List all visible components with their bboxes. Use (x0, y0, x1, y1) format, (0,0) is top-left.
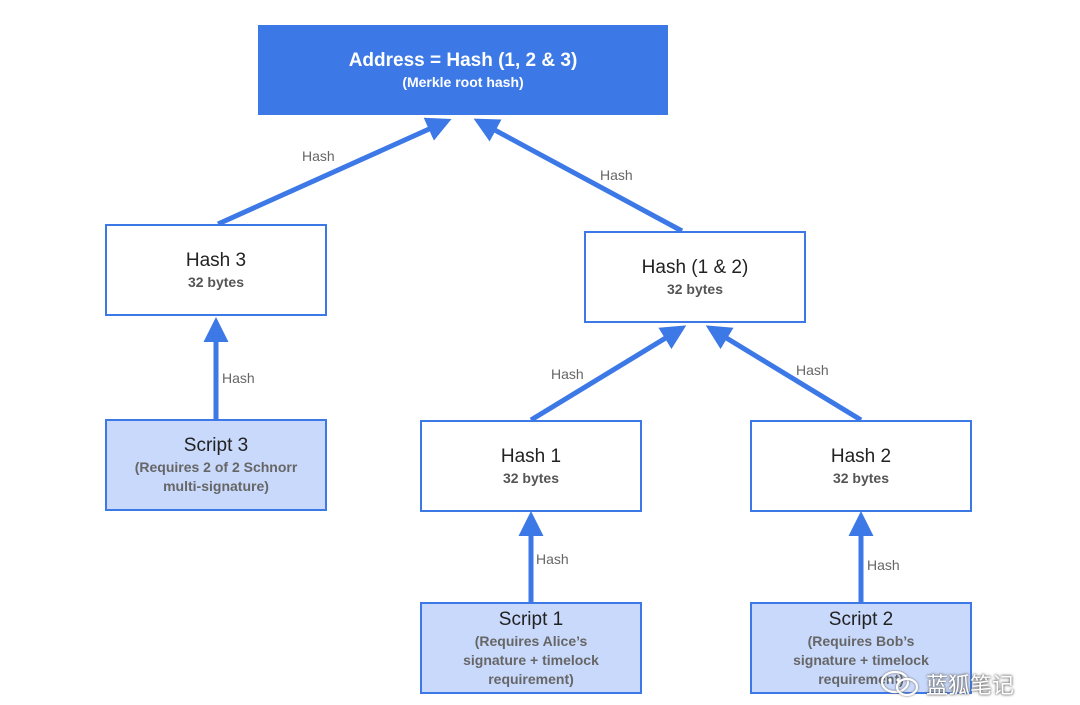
edge-hash1-to-hash12 (529, 325, 687, 423)
script2-node: Script 2 (Requires Bob’s signature + tim… (750, 602, 972, 694)
hash1-size: 32 bytes (502, 469, 560, 486)
script3-desc-line1: (Requires 2 of 2 Schnorr (134, 459, 298, 475)
edge-hash12-to-root (473, 118, 684, 234)
script1-desc-line2: signature + timelock (463, 651, 599, 668)
script2-desc-line2: signature + timelock (793, 651, 929, 668)
script3-desc-line2: multi-signature) (163, 478, 269, 494)
hash12-title: Hash (1 & 2) (641, 256, 749, 278)
root-subtitle: (Merkle root hash) (402, 73, 524, 90)
watermark-text: 蓝狐笔记 (926, 673, 1015, 698)
script1-title: Script 1 (498, 608, 564, 630)
script1-desc-line1: (Requires Alice’s (474, 632, 588, 649)
root-title: Address = Hash (1, 2 & 3) (348, 49, 578, 71)
edge-hash2-to-hash12 (705, 325, 863, 423)
edge-label-script2-to-hash2: Hash (867, 557, 900, 573)
edge-label-hash1-to-hash12: Hash (551, 366, 584, 382)
script1-desc-line3: requirement) (488, 670, 574, 687)
hash1-node: Hash 1 32 bytes (420, 420, 642, 512)
edge-label-script1-to-hash1: Hash (536, 551, 569, 567)
wechat-icon (880, 670, 920, 698)
hash2-size: 32 bytes (832, 469, 890, 486)
hash3-title: Hash 3 (185, 249, 247, 271)
script2-title: Script 2 (828, 608, 894, 630)
script2-desc-line1: (Requires Bob’s (807, 632, 915, 649)
hash3-size: 32 bytes (187, 273, 245, 290)
hash3-node: Hash 3 32 bytes (105, 224, 327, 316)
hash2-node: Hash 2 32 bytes (750, 420, 972, 512)
hash2-title: Hash 2 (830, 445, 892, 467)
edge-label-hash3-to-root: Hash (302, 148, 335, 164)
hash1-title: Hash 1 (500, 445, 562, 467)
edge-label-hash2-to-hash12: Hash (796, 362, 829, 378)
watermark: 蓝狐笔记 (880, 668, 1014, 700)
script3-title: Script 3 (183, 435, 249, 456)
hash12-size: 32 bytes (666, 280, 724, 297)
script3-node: Script 3 (Requires 2 of 2 Schnorr multi-… (105, 419, 327, 511)
edge-label-script3-to-hash3: Hash (222, 370, 255, 386)
script1-node: Script 1 (Requires Alice’s signature + t… (420, 602, 642, 694)
root-node-merkle-root: Address = Hash (1, 2 & 3) (Merkle root h… (258, 25, 668, 115)
edge-hash3-to-root (216, 117, 452, 227)
hash12-node: Hash (1 & 2) 32 bytes (584, 231, 806, 323)
edge-label-hash12-to-root: Hash (600, 167, 633, 183)
